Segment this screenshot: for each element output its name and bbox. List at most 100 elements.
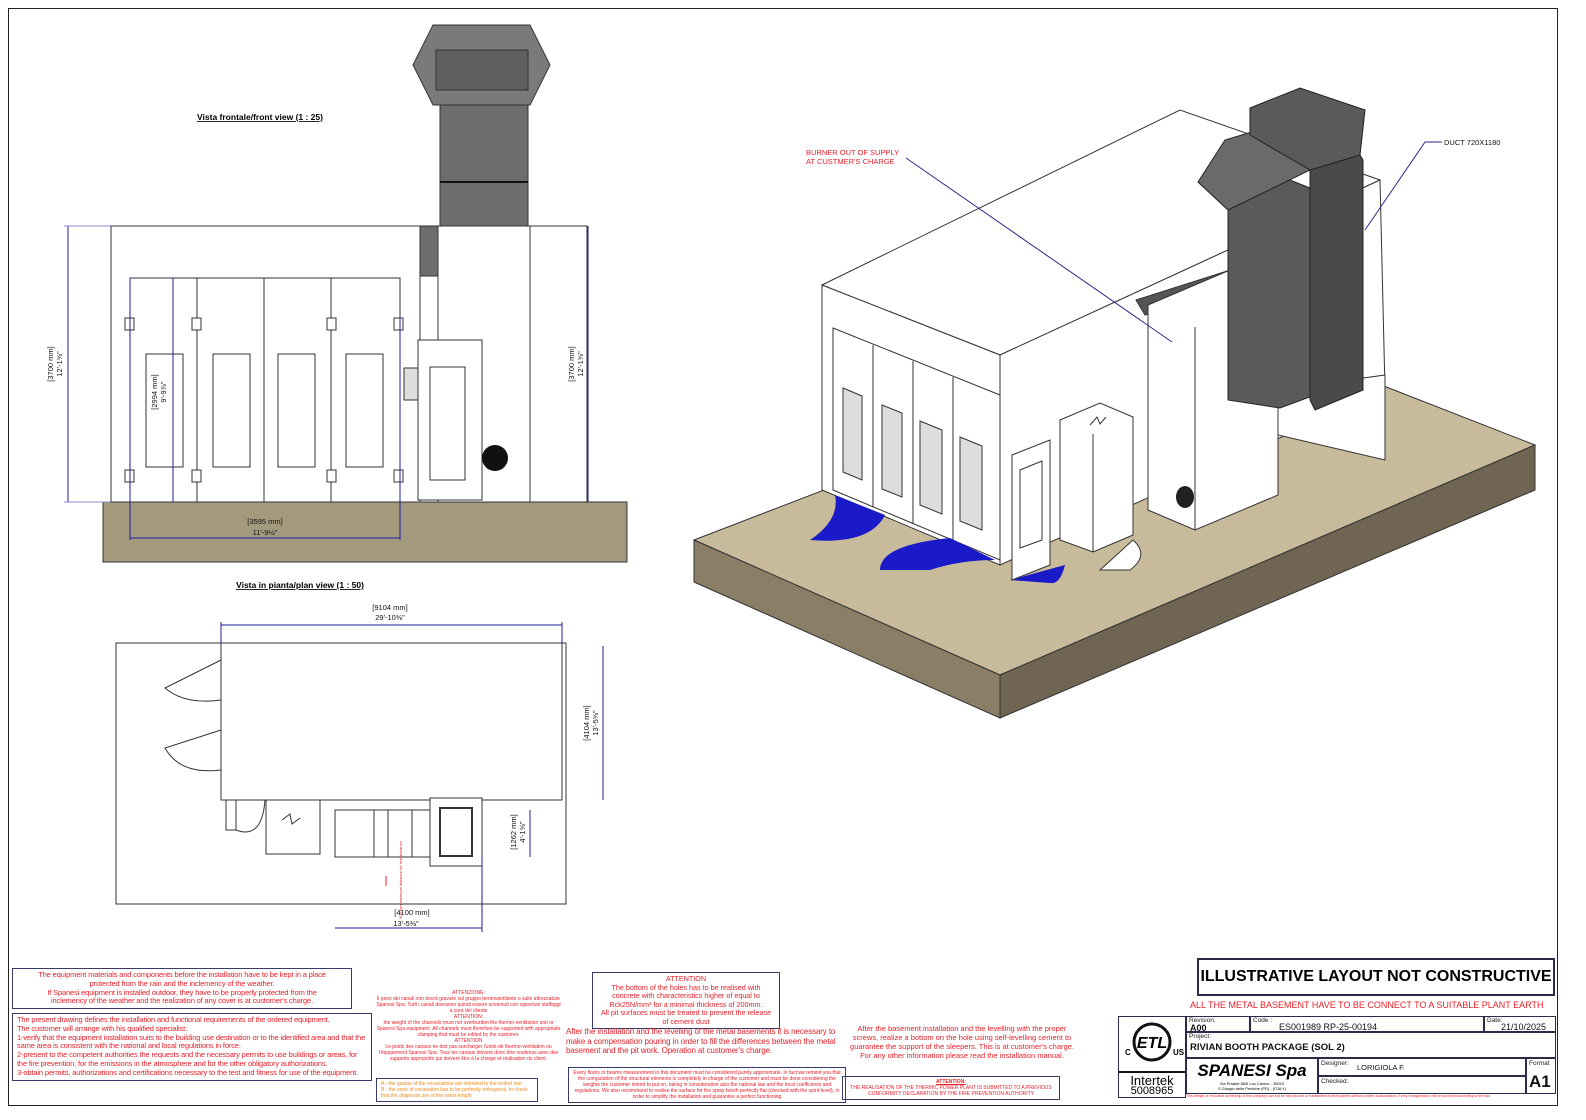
note-line: the weight of the channels must not over… <box>376 1020 561 1038</box>
code-label: Code : <box>1253 1017 1273 1024</box>
dim-door-height-in: 9'-9⅞" <box>159 381 168 403</box>
holes-note: ATTENTION The bottom of the holes has to… <box>592 972 780 1029</box>
checked-label: Checked: <box>1321 1078 1349 1085</box>
dim-unit-mm: [1262 mm] <box>509 814 518 849</box>
burner-label-line1: BURNER OUT OF SUPPLY <box>806 148 899 157</box>
note-line: ATTENTION: <box>453 1014 484 1020</box>
copyright-note: This design of exclusive ownership of th… <box>1186 1094 1491 1098</box>
intertek-brand: Intertek <box>1119 1071 1185 1088</box>
storage-note: The equipment materials and components b… <box>12 968 352 1010</box>
note-line: inclemency of the weather and the realiz… <box>50 996 314 1006</box>
dim-width-in: 11'-9½" <box>253 528 278 537</box>
earth-note: ALL THE METAL BASEMENT HAVE TO BE CONNEC… <box>1190 1000 1544 1010</box>
note-line: The equipment materials and components b… <box>38 970 326 979</box>
sleepers-note: After the basement installation and the … <box>850 1024 1074 1060</box>
front-connector <box>419 225 439 277</box>
dim-bottom-mm: [4100 mm] <box>394 908 429 917</box>
isometric-view: BURNER OUT OF SUPPLY AT CUSTMER'S CHARGE… <box>692 87 1537 719</box>
svg-text:C: C <box>1125 1048 1131 1057</box>
format-cell: Format A1 <box>1526 1058 1556 1094</box>
project-value: RIVIAN BOOTH PACKAGE (SOL 2) <box>1190 1042 1345 1053</box>
front-dimension-lines <box>64 225 589 540</box>
date-cell: Date: 21/10/2025 <box>1484 1016 1556 1032</box>
designer-cell: Designer: LORIGIOLA F. <box>1318 1058 1526 1076</box>
front-chimney <box>439 94 529 227</box>
company-address-2: S.Giorgio delle Pertiche (PD) - (ITALY) <box>1217 1086 1287 1091</box>
dim-door-height-mm: [2994 mm] <box>150 374 159 409</box>
designer-value: LORIGIOLA F. <box>1357 1063 1405 1072</box>
note-line: ATTENZIONE: <box>452 990 485 996</box>
note-line: ATTENTION <box>665 974 707 983</box>
note-line: A - the quotas of the excavations are in… <box>381 1081 522 1087</box>
dim-bottom-in: 13'-5⅜" <box>393 919 419 928</box>
front-side-panel <box>529 225 588 503</box>
control-panel[interactable] <box>403 367 419 401</box>
format-label: Format <box>1529 1060 1550 1067</box>
dim-height-right-in: 12'-1⅝" <box>576 351 585 377</box>
excavation-note: A - the quotas of the excavations are in… <box>376 1078 538 1102</box>
maintenance-note: 800 mm minimum distance for maintenance <box>398 840 403 918</box>
note-line: The bottom of the holes has to be realis… <box>609 982 763 1009</box>
dim-length-mm: [9104 mm] <box>372 603 407 612</box>
note-line: 1-verify that the equipment installation… <box>17 1032 366 1051</box>
revision-cell: Revision: A00 <box>1186 1016 1250 1033</box>
note-line: The present drawing defines the installa… <box>17 1015 330 1024</box>
company-cell: SPANESI Spa Via Praarie 56/II Loc.Cavino… <box>1186 1058 1318 1094</box>
front-view: Vista frontale/front view (1 : 25) <box>46 24 628 563</box>
plan-view: Vista in pianta/plan view (1 : 50) [9104… <box>115 580 604 932</box>
project-label: Project: <box>1189 1033 1212 1040</box>
front-view-title: Vista frontale/front view (1 : 25) <box>197 112 323 122</box>
revision-value: A00 <box>1190 1023 1207 1033</box>
note-line: ATTENTION: <box>936 1079 966 1085</box>
plan-view-title: Vista in pianta/plan view (1 : 50) <box>236 580 364 590</box>
iso-duct-1 <box>1227 179 1316 409</box>
date-label: Date: <box>1487 1017 1503 1024</box>
front-burner-vent-icon <box>482 445 508 471</box>
dim-length-in: 29'-10⅜" <box>375 613 405 622</box>
note-line: protected from the rain and the inclemen… <box>89 978 275 988</box>
dim-depth-mm: [4104 mm] <box>582 705 591 740</box>
requirements-note: The present drawing defines the installa… <box>12 1013 372 1081</box>
note-line: Il peso dei canali non dovrà gravare sul… <box>376 996 561 1014</box>
note-line: Le poids des canaux ne doit pas surcharg… <box>378 1044 559 1062</box>
note-line: 3-obtain permits, authorizations and cer… <box>17 1067 359 1077</box>
dim-unit-in: 4'-1⅝" <box>518 821 527 843</box>
dim-width-mm: [3595 mm] <box>247 517 282 526</box>
illustrative-banner: ILLUSTRATIVE LAYOUT NOT CONSTRUCTIVE <box>1197 958 1555 996</box>
svg-text:US: US <box>1173 1048 1185 1057</box>
front-booth-body <box>110 225 421 503</box>
revision-label: Revision: <box>1189 1017 1216 1024</box>
dim-height-left-in: 12'-1⅝" <box>55 351 64 377</box>
code-cell: Code : ES001989 RP-25-00194 <box>1250 1016 1484 1032</box>
iso-electrical-cabinet <box>1059 402 1134 553</box>
note-line: 2-present to the competent authorities t… <box>17 1050 358 1068</box>
code-value: ES001989 RP-25-00194 <box>1279 1022 1378 1032</box>
plan-electrical-cabinet <box>265 799 321 855</box>
note-line: The customer will arrange with his quali… <box>17 1023 188 1033</box>
company-address-1: Via Praarie 56/II Loc.Cavino - 35010 <box>1219 1081 1285 1086</box>
format-value: A1 <box>1529 1072 1551 1091</box>
etl-listed-logo: ETL C US <box>1125 1022 1185 1062</box>
dim-height-right-mm: [3700 mm] <box>567 346 576 381</box>
iso-duct-2 <box>1309 154 1364 411</box>
iso-leaders <box>905 141 1442 343</box>
note-line: THE REALISATION OF THE THERMIC POWER PLA… <box>850 1085 1052 1097</box>
note-line: All pit surfaces must be treated to prev… <box>600 1008 772 1026</box>
floors-note: Every floors or beams measurement in thi… <box>568 1067 846 1103</box>
svg-text:ETL: ETL <box>1137 1035 1167 1052</box>
pouring-note: After the installation and the levelling… <box>566 1027 836 1055</box>
drawing-frame <box>8 8 1558 1106</box>
designer-label: Designer: <box>1321 1060 1349 1067</box>
project-cell: Project: RIVIAN BOOTH PACKAGE (SOL 2) <box>1186 1032 1556 1058</box>
front-ground <box>102 501 628 563</box>
iso-ground-side <box>999 444 1536 719</box>
date-value: 21/10/2025 <box>1501 1022 1547 1032</box>
thermic-note: ATTENTION: THE REALISATION OF THE THERMI… <box>842 1076 1060 1100</box>
dim-depth-in: 13'-5⅝" <box>591 710 600 736</box>
note-line: ATTENTION <box>454 1038 483 1044</box>
note-line: If Spanesi equipment is installed outdoo… <box>47 987 317 997</box>
note-line: B - the zone of excavation has to be per… <box>381 1087 528 1099</box>
company-logo: SPANESI Spa <box>1197 1061 1307 1080</box>
